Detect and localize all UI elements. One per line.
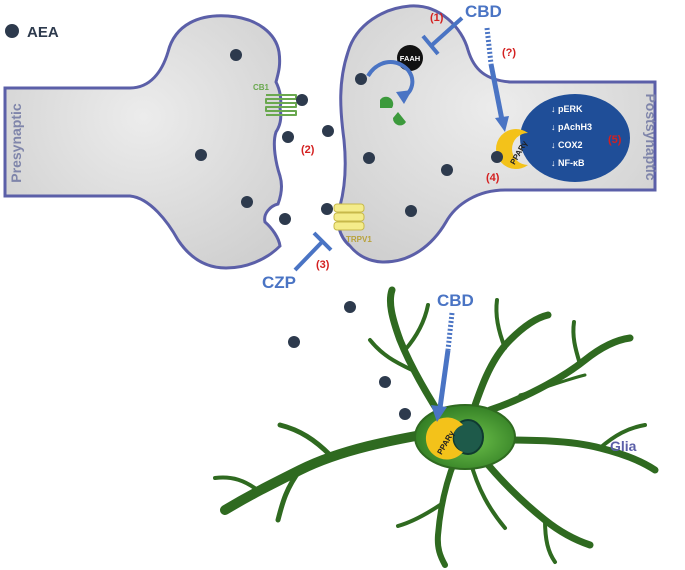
aea-molecule — [279, 213, 291, 225]
cbd-ppar-dashed-arrow — [484, 27, 494, 65]
aea-molecule — [230, 49, 242, 61]
aea-molecule — [344, 301, 356, 313]
aea-molecule — [321, 203, 333, 215]
cb1-label: CB1 — [253, 83, 270, 92]
ppar-neuron-receptor — [496, 129, 528, 169]
legend-aea-label: AEA — [27, 24, 59, 41]
glia-nucleus — [452, 419, 484, 455]
step-2-label: (2) — [301, 144, 315, 156]
faah-label: FAAH — [400, 54, 420, 63]
cbd-top-label: CBD — [465, 2, 502, 21]
aea-molecule — [441, 164, 453, 176]
degradation-product-1 — [380, 96, 394, 108]
cbd-glia-arrowhead — [431, 405, 447, 422]
cbd-ppar-arrow-shaft — [488, 63, 505, 121]
faah-arrowhead — [396, 90, 412, 104]
postsynaptic-label: Postsynaptic — [643, 93, 659, 180]
postsynaptic-terminal — [336, 4, 657, 264]
legend-aea-dot — [5, 24, 19, 38]
cb1-receptor — [265, 94, 297, 116]
aea-molecule — [363, 152, 375, 164]
step-3-label: (3) — [316, 259, 330, 271]
degradation-product-2 — [392, 112, 406, 126]
aea-molecule — [195, 149, 207, 161]
aea-molecule — [241, 196, 253, 208]
cbd-glia-arrow-shaft — [437, 349, 451, 409]
aea-molecule — [282, 131, 294, 143]
aea-molecule — [399, 408, 411, 420]
aea-molecule — [491, 151, 503, 163]
nucleus-effect-4: ↓ NF-κB — [551, 158, 585, 168]
czp-trpv1-inhibition-line — [293, 240, 324, 272]
trpv1-label: TRPV1 — [346, 235, 372, 244]
cbd-faah-inhibition-bar — [421, 34, 440, 56]
czp-label: CZP — [262, 273, 296, 292]
aea-molecule — [322, 125, 334, 137]
ppar-glia-receptor — [425, 417, 463, 460]
trpv1-channel — [333, 203, 365, 231]
czp-trpv1-inhibition-bar — [312, 231, 333, 252]
presynaptic-label: Presynaptic — [8, 103, 24, 183]
nucleus-effect-2: ↓ pAchH3 — [551, 122, 592, 132]
step-5-label: (5) — [608, 134, 622, 146]
aea-molecule — [296, 94, 308, 106]
step-1-label: (1) — [430, 12, 444, 24]
aea-molecule — [288, 336, 300, 348]
aea-molecule — [355, 73, 367, 85]
presynaptic-terminal — [3, 14, 283, 270]
cbd-faah-inhibition-line — [430, 16, 464, 47]
aea-molecule — [379, 376, 391, 388]
postsynaptic-nucleus — [520, 94, 630, 182]
nucleus-effect-1: ↓ pERK — [551, 104, 583, 114]
step-4-label: (4) — [486, 172, 500, 184]
cbd-ppar-arrowhead — [495, 116, 509, 132]
step-question-label: (?) — [502, 47, 516, 59]
nucleus-effect-3: ↓ COX2 — [551, 140, 583, 150]
cbd-glia-dashed-arrow — [445, 312, 455, 351]
glia-label: Glia — [610, 438, 637, 454]
aea-molecule — [405, 205, 417, 217]
cbd-glia-label: CBD — [437, 291, 474, 310]
